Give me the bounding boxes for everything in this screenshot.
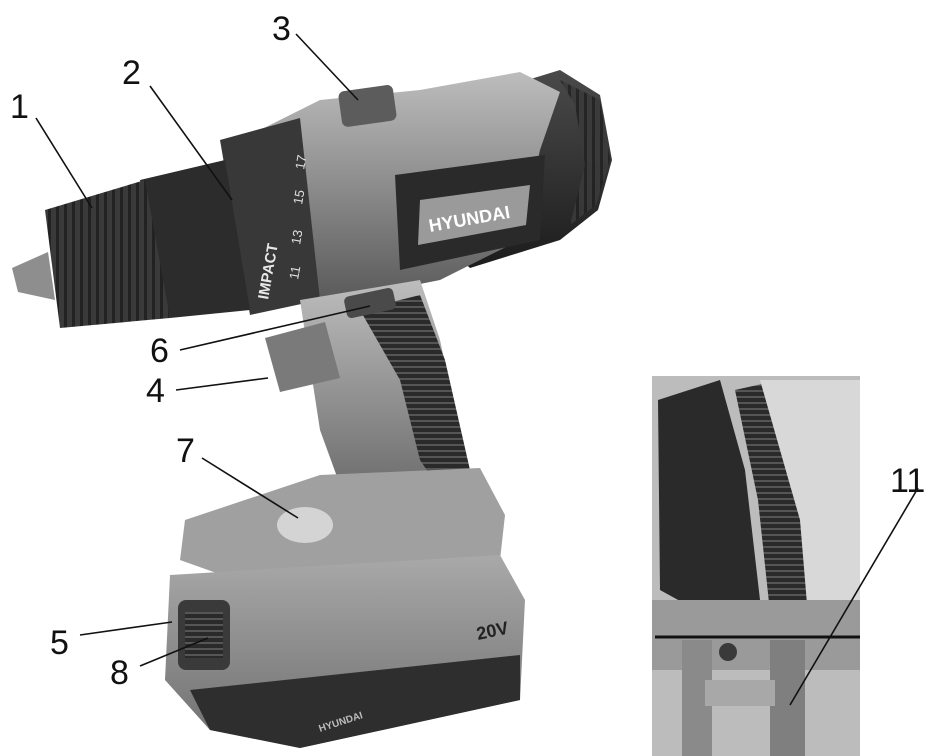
direction-switch xyxy=(344,287,396,319)
inset-clip-right xyxy=(770,640,805,756)
leader-6 xyxy=(179,305,371,351)
motor-vents xyxy=(560,80,610,225)
callout-numbers: 1 2 3 4 5 6 7 8 11 xyxy=(10,10,925,692)
torque-mark-11: 11 xyxy=(286,265,303,281)
torque-collar xyxy=(220,118,320,315)
torque-mark-13: 13 xyxy=(288,229,305,246)
inset-handle-ribs xyxy=(735,380,815,612)
chuck-sleeve xyxy=(140,160,250,318)
callout-leaders xyxy=(35,33,919,706)
inset-detail xyxy=(652,376,860,756)
callout-5: 5 xyxy=(50,624,69,662)
callout-1: 1 xyxy=(10,88,29,126)
chuck-knurled xyxy=(45,180,170,328)
callout-11: 11 xyxy=(890,462,925,500)
torque-mark-15: 15 xyxy=(290,189,307,206)
callout-6: 6 xyxy=(150,332,169,370)
gear-selector xyxy=(338,85,397,127)
drill-illustration: HYUNDAI IMPACT 11 13 15 17 20V HYUNDAI xyxy=(12,70,612,748)
inset-screw xyxy=(719,643,737,661)
callout-4: 4 xyxy=(146,372,165,410)
torque-mark-17: 17 xyxy=(292,154,309,171)
battery-base xyxy=(190,655,520,748)
chuck-jaws xyxy=(12,252,55,300)
leader-3 xyxy=(295,33,359,101)
callout-3: 3 xyxy=(272,10,291,48)
latch-ribs xyxy=(185,612,223,658)
leader-4 xyxy=(175,377,269,391)
leader-5 xyxy=(79,621,173,636)
grip-rubber xyxy=(360,295,470,505)
inset-clip-bridge xyxy=(705,680,775,706)
callout-7: 7 xyxy=(176,432,195,470)
led-light xyxy=(277,507,333,543)
callout-8: 8 xyxy=(110,654,129,692)
leader-2 xyxy=(149,85,233,201)
callout-2: 2 xyxy=(122,54,141,92)
inset-handle-light xyxy=(760,380,860,640)
leader-1 xyxy=(35,117,93,209)
leader-7 xyxy=(201,457,299,519)
trigger xyxy=(265,322,340,392)
base-top xyxy=(180,468,505,585)
brand-plate xyxy=(418,185,530,245)
leader-8 xyxy=(139,637,209,667)
leader-11 xyxy=(789,487,919,706)
inset-handle-dark xyxy=(658,380,760,612)
